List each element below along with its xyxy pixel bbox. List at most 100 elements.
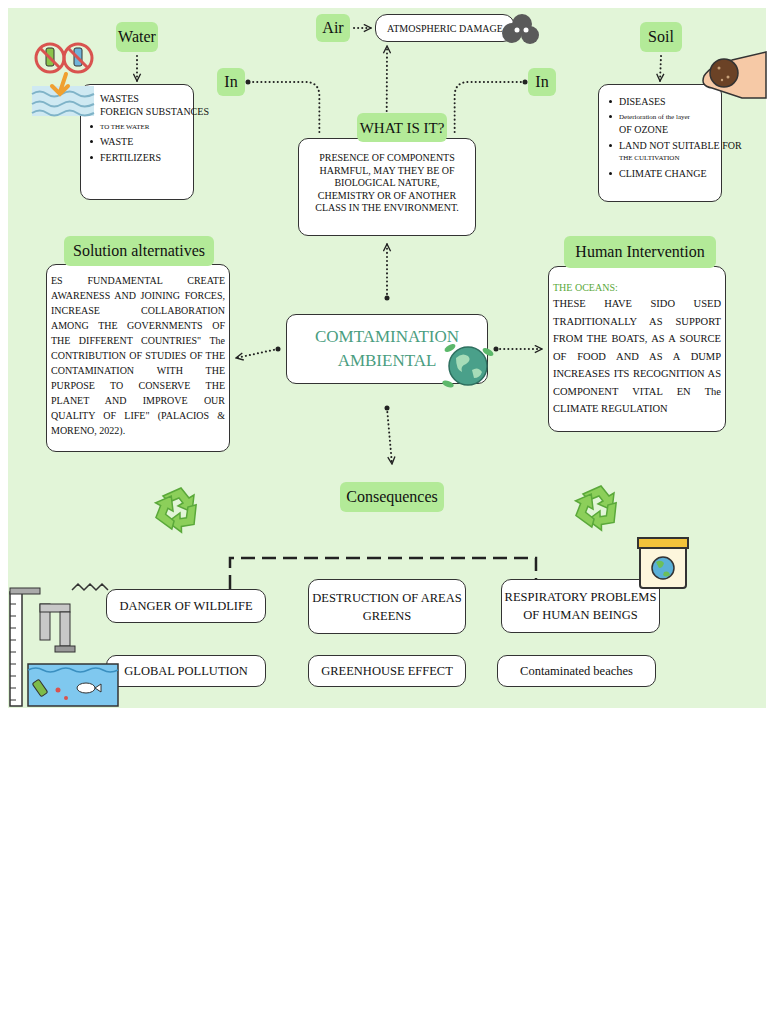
- node-text: FERTILIZERS: [100, 151, 193, 164]
- node-text: Deterioration of the layer: [619, 112, 721, 122]
- no-sign-slash: [68, 48, 88, 68]
- node-text: In: [224, 73, 237, 91]
- consequence-box: GLOBAL POLLUTION: [106, 655, 266, 687]
- recycle-arrow: [149, 494, 185, 533]
- fish-tail: [95, 684, 101, 692]
- node-text: GREENHOUSE EFFECT: [321, 662, 453, 680]
- dotted-connector: [136, 56, 138, 81]
- cloud-eye: [524, 28, 529, 33]
- node-text: Water: [118, 28, 156, 46]
- recycle-icon: [149, 488, 203, 536]
- soil-ball: [710, 59, 738, 87]
- consequence-box: Contaminated beaches: [497, 655, 656, 687]
- dotted-connector: [455, 82, 525, 132]
- soil-grain: [721, 79, 723, 81]
- cloud-eye: [515, 28, 520, 33]
- text-box: ES FUNDAMENTAL CREATE AWARENESS AND JOIN…: [46, 264, 230, 452]
- soil-grain: [718, 67, 721, 70]
- tag-box: ATMOSPHERIC DAMAGE: [375, 14, 515, 42]
- drop-arrow: [52, 74, 68, 94]
- heading-pill: In: [217, 68, 245, 96]
- heading-pill: WHAT IS IT?: [357, 113, 447, 142]
- dotted-connector: [354, 27, 371, 29]
- ruler-cap: [10, 588, 40, 594]
- calendar-top: [638, 538, 688, 548]
- recycle-arrow: [583, 486, 614, 510]
- node-text: DISEASES: [619, 95, 721, 108]
- dotted-connector: [387, 408, 392, 464]
- node-text: Soil: [648, 28, 674, 46]
- dotted-connector: [248, 82, 319, 132]
- node-text: LAND NOT SUITABLE FOR: [619, 139, 721, 152]
- central-box: COMTAMINATION AMBIENTAL: [286, 314, 488, 384]
- no-sign-slash: [40, 48, 60, 68]
- bullet-dot: [90, 140, 93, 143]
- node-text: WHAT IS IT?: [360, 119, 445, 137]
- node-text: THESE HAVE SIDO USED TRADITIONALLY AS SU…: [553, 295, 721, 418]
- recycle-arrow: [587, 495, 623, 534]
- heading-pill: Solution alternatives: [64, 236, 214, 266]
- tank-water: [28, 664, 118, 706]
- calendar-globe-land: [656, 561, 670, 577]
- cloud-puff: [512, 14, 532, 34]
- waste-dot: [56, 688, 61, 693]
- node-text: WASTE: [100, 135, 193, 148]
- list-box: DISEASES Deterioration of the layerOF OZO…: [598, 84, 722, 202]
- heading-pill: Water: [116, 22, 158, 52]
- node-text: ES FUNDAMENTAL CREATE AWARENESS AND JOIN…: [51, 273, 225, 438]
- dotted-connector: [386, 46, 388, 111]
- bottle-shape: [74, 48, 82, 66]
- dotted-connector: [496, 348, 542, 350]
- node-text: DANGER OF WILDLIFE: [119, 597, 252, 615]
- node-text: OF OZONE: [619, 123, 721, 136]
- node-text: GLOBAL POLLUTION: [124, 662, 247, 680]
- tank-wave: [28, 668, 118, 672]
- node-text: Air: [322, 19, 343, 37]
- dotted-connector: [236, 349, 278, 358]
- node-text: THE CULTIVATION: [619, 153, 721, 163]
- calendar-globe: [652, 557, 674, 579]
- node-text: DESTRUCTION OF AREAS GREENS: [311, 589, 463, 625]
- no-sign: [36, 44, 64, 72]
- recycle-arrow: [569, 492, 605, 531]
- node-text: Contaminated beaches: [520, 662, 633, 680]
- consequence-box: DESTRUCTION OF AREAS GREENS: [308, 579, 466, 634]
- node-text: THE OCEANS:: [553, 281, 721, 295]
- zigzag-line: [72, 584, 108, 590]
- bullet-dot: [609, 100, 612, 103]
- water-tank-icon: [10, 584, 118, 706]
- bullet-dot: [609, 144, 612, 147]
- node-text: Solution alternatives: [73, 242, 205, 260]
- pipe-nozzle: [55, 646, 75, 652]
- node-text: FOREIGN SUBSTANCES: [100, 105, 193, 118]
- ruler-ticks: [10, 604, 16, 700]
- dotted-connector: [660, 56, 661, 81]
- pipe: [60, 612, 70, 646]
- dotted-connector: [386, 244, 388, 298]
- heading-pill: Human Intervention: [564, 236, 716, 268]
- bottle-shape: [46, 48, 54, 66]
- pipe: [40, 604, 70, 612]
- no-sign: [64, 44, 92, 72]
- node-text: WASTES: [100, 92, 193, 105]
- heading-pill: Soil: [640, 22, 682, 52]
- consequence-box: RESPIRATORY PROBLEMS OF HUMAN BEINGS: [501, 579, 660, 633]
- node-text: Consequences: [346, 488, 438, 506]
- consequence-box: DANGER OF WILDLIFE: [106, 589, 266, 623]
- cloud-puff: [521, 26, 539, 44]
- soil-grain: [727, 76, 730, 79]
- heading-pill: In: [528, 68, 556, 96]
- bullet-dot: [90, 156, 93, 159]
- node-text: Human Intervention: [575, 243, 704, 261]
- ruler: [10, 592, 22, 706]
- node-text: TO THE WATER: [100, 122, 193, 132]
- node-text: PRESENCE OF COMPONENTS HARMFUL, MAY THEY…: [307, 152, 467, 215]
- waste-dot: [64, 696, 68, 700]
- text-box: PRESENCE OF COMPONENTS HARMFUL, MAY THEY…: [298, 138, 476, 236]
- bullet-dot: [90, 125, 93, 128]
- heading-pill: Consequences: [340, 482, 444, 512]
- pipe: [40, 604, 50, 640]
- consequence-box: GREENHOUSE EFFECT: [308, 655, 466, 687]
- node-text: CLIMATE CHANGE: [619, 167, 721, 180]
